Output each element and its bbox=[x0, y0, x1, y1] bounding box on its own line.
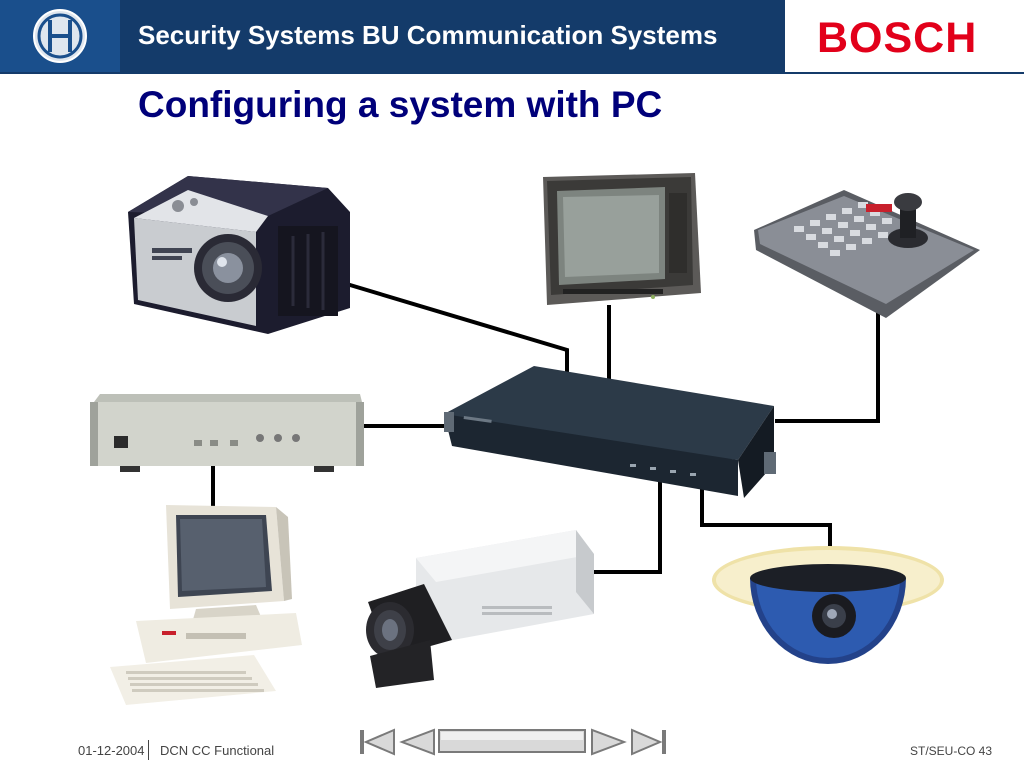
video-multiplexer-icon bbox=[90, 394, 364, 472]
matrix-switcher-icon bbox=[444, 366, 776, 498]
header-divider bbox=[0, 72, 1024, 74]
dome-camera-icon bbox=[712, 546, 944, 664]
bosch-armature-icon bbox=[33, 9, 87, 63]
video-camera-icon bbox=[366, 530, 594, 688]
wire-camera bbox=[590, 478, 662, 574]
footer-separator bbox=[148, 740, 149, 760]
footer-description: DCN CC Functional bbox=[160, 743, 275, 758]
crt-monitor-icon bbox=[543, 173, 701, 305]
slide-progress-bar[interactable] bbox=[437, 726, 587, 758]
brand-logo: BOSCH bbox=[817, 14, 978, 62]
first-icon[interactable] bbox=[358, 726, 398, 758]
pc-workstation-icon bbox=[110, 505, 302, 705]
last-icon[interactable] bbox=[628, 726, 668, 758]
slide-header: Security Systems BU Communication System… bbox=[0, 0, 1024, 72]
footer-date: 01-12-2004 bbox=[78, 743, 145, 758]
previous-icon[interactable] bbox=[398, 726, 438, 758]
next-icon[interactable] bbox=[588, 726, 628, 758]
title-bar bbox=[120, 0, 785, 72]
wire-keyboard bbox=[775, 312, 880, 423]
footer-page-number: ST/SEU-CO 43 bbox=[910, 744, 993, 758]
wire-projector bbox=[339, 280, 569, 372]
slide-title: Configuring a system with PC bbox=[138, 84, 663, 125]
projector-icon bbox=[128, 176, 350, 334]
brand-box bbox=[785, 0, 1024, 72]
control-keyboard-icon bbox=[754, 190, 980, 318]
header-title: Security Systems BU Communication System… bbox=[138, 20, 718, 50]
bosch-emblem-box bbox=[0, 0, 120, 72]
wire-dome bbox=[700, 480, 832, 548]
